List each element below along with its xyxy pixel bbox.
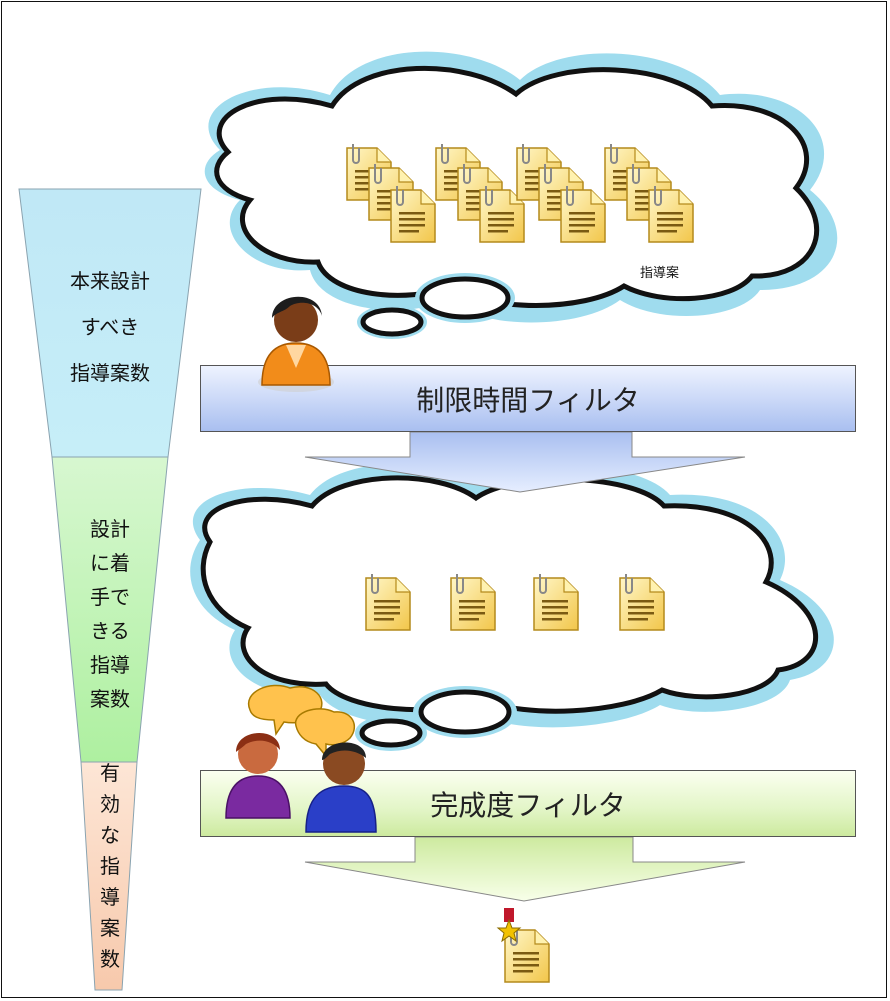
document-caption: 指導案: [640, 266, 680, 281]
funnel-stage-3: [80, 761, 138, 991]
middle-cloud-documents: [365, 573, 665, 631]
funnel-stage-2-text: 設計 に着 手で きる 指導 案数: [70, 512, 150, 716]
document-icon: [560, 185, 606, 243]
top-cloud-documents: [346, 143, 694, 243]
document-icon: [450, 573, 496, 631]
funnel-stage-2-line: 手で: [90, 585, 130, 609]
document-icon: [390, 185, 436, 243]
funnel-stage-1-line: 本来設計: [70, 269, 150, 293]
document-icon: [619, 573, 665, 631]
middle-thought-cloud: [190, 463, 834, 751]
funnel-stage-2-line: きる: [90, 619, 130, 643]
funnel-stage-2-line: 設計: [90, 517, 130, 541]
funnel-stage-1-line: すべき: [80, 315, 140, 339]
teacher-person-icon: [258, 296, 334, 392]
discussing-people-icon: [225, 684, 377, 833]
quality-filter-label: 完成度フィルタ: [430, 788, 626, 822]
funnel-stage-3-line: 有: [100, 761, 120, 785]
document-icon: [365, 573, 411, 631]
funnel-stage-3-line: な: [100, 823, 120, 847]
funnel-stage-2-line: 指導: [90, 653, 130, 677]
funnel-stage-3-line: 効: [100, 792, 120, 816]
funnel-stage-2-line: 案数: [90, 687, 130, 711]
quality-filter-arrow: [304, 836, 746, 902]
funnel-stage-3-line: 案: [100, 916, 120, 940]
funnel-stage-3-text: 有 効 な 指 導 案 数: [80, 758, 140, 975]
award-document-icon: [496, 908, 550, 983]
document-icon: [533, 573, 579, 631]
funnel-stage-3-line: 導: [100, 885, 120, 909]
funnel-stage-3-line: 指: [100, 854, 120, 878]
funnel-stage-1-line: 指導案数: [70, 361, 150, 385]
funnel-stage-3-line: 数: [100, 947, 120, 971]
funnel-stage-1-text: 本来設計 すべき 指導案数: [40, 258, 180, 396]
time-filter-label: 制限時間フィルタ: [416, 383, 640, 417]
document-icon: [648, 185, 694, 243]
time-filter-arrow: [304, 431, 746, 493]
funnel-stage-2-line: に着: [90, 551, 130, 575]
